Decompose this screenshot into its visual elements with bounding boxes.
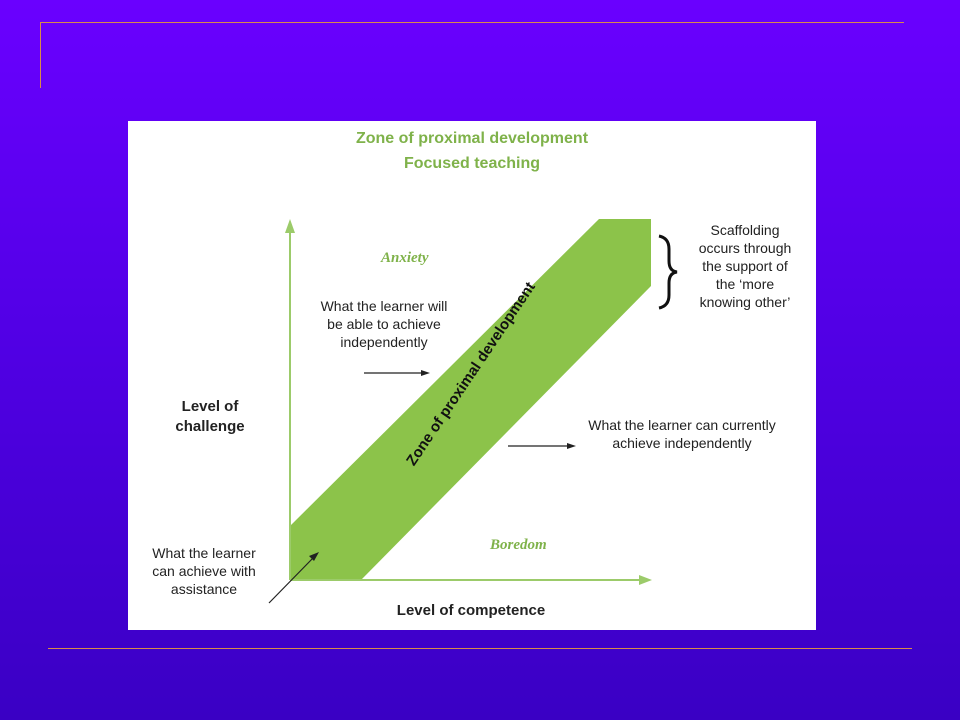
y-axis-arrowhead <box>285 219 295 233</box>
with-assistance-line: can achieve with <box>152 563 256 579</box>
diagram-subtitle: Focused teaching <box>403 155 541 172</box>
future-independent-line: be able to achieve <box>327 316 441 332</box>
boredom-label: Boredom <box>490 537 547 553</box>
diagram-title: Zone of proximal development <box>355 130 589 147</box>
assistance-arrow <box>268 556 315 604</box>
x-axis-arrowhead <box>639 575 652 585</box>
scaffolding-line: occurs through <box>698 240 792 256</box>
with-assistance-line: What the learner <box>152 545 256 561</box>
with-assistance-label: What the learner can achieve with assist… <box>136 544 272 598</box>
y-axis-label: Level of challenge <box>150 397 270 437</box>
current-independent-label: What the learner can currently achieve i… <box>556 416 808 452</box>
zpd-band <box>290 219 651 580</box>
current-independent-line: achieve independently <box>612 435 752 451</box>
current-independent-line: What the learner can currently <box>588 417 776 433</box>
future-independent-label: What the learner will be able to achieve… <box>296 297 472 351</box>
future-independent-arrowhead <box>421 370 430 376</box>
current-independent-arrowhead <box>567 443 576 449</box>
scaffolding-label: Scaffolding occurs through the support o… <box>674 221 816 311</box>
anxiety-label: Anxiety <box>381 250 429 266</box>
assistance-arrowhead <box>309 552 319 561</box>
with-assistance-line: assistance <box>170 581 238 597</box>
diagram-card: Zone of proximal development Focused tea… <box>128 121 816 630</box>
diagram-graphics <box>268 219 678 604</box>
future-independent-line: What the learner will <box>320 298 448 314</box>
scaffolding-line: the support of <box>702 258 788 274</box>
frame-bottom-line <box>48 648 912 649</box>
scaffolding-brace <box>658 234 678 310</box>
scaffolding-line: the ‘more <box>715 276 775 292</box>
y-axis-label-line: Level of <box>181 398 239 415</box>
y-axis-label-line: challenge <box>175 418 245 435</box>
scaffolding-line: knowing other’ <box>699 294 791 310</box>
future-independent-line: independently <box>340 334 428 350</box>
frame-left-line <box>40 22 41 88</box>
scaffolding-line: Scaffolding <box>710 222 780 238</box>
frame-top-line <box>40 22 904 23</box>
x-axis-label: Level of competence <box>396 602 546 619</box>
